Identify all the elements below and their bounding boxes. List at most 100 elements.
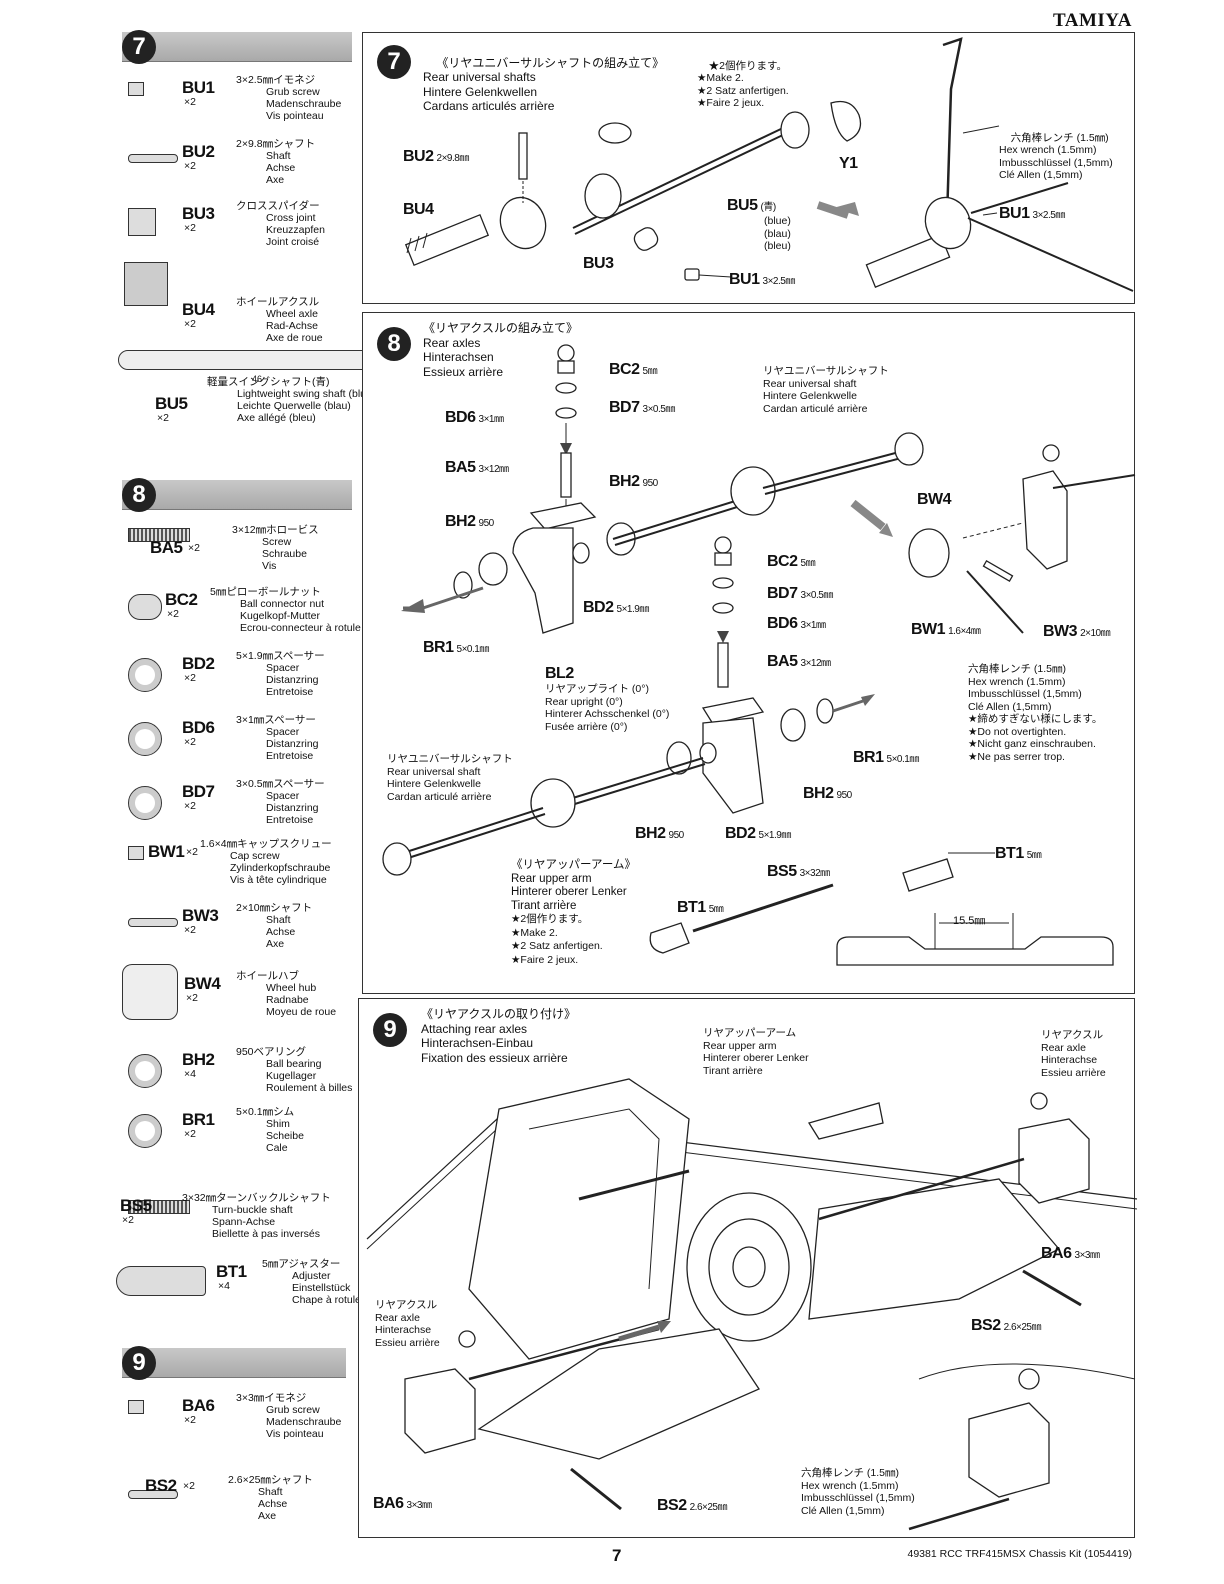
part-qty-br1: ×2 [184, 1128, 196, 1140]
step-9-panel: 9 《リヤアクスルの取り付け》 Attaching rear axles Hin… [358, 998, 1138, 1538]
step-7-panel: 7 《リヤユニバーサルシャフトの組み立て》 Rear universal sha… [362, 32, 1135, 304]
ba5-part-icon [128, 528, 190, 542]
inset-axle-drawing [968, 1402, 1050, 1498]
part-qty-bw4: ×2 [186, 992, 198, 1004]
part-qty-ba6: ×2 [184, 1414, 196, 1426]
parts-step-number: 7 [122, 30, 156, 64]
part-qty-bd2: ×2 [184, 672, 196, 684]
bu1-part-icon [128, 82, 144, 96]
part-code-br1: BR1 [182, 1110, 215, 1129]
part-code-bs2: BS2 [145, 1476, 177, 1495]
part-code-bs5: BS5 [120, 1196, 152, 1215]
step-9-axle-left-note: リヤアクスル Rear axle Hinterachse Essieu arri… [375, 1299, 440, 1349]
parts-step-number: 9 [122, 1346, 156, 1380]
part-qty-bs2: ×2 [183, 1480, 195, 1492]
bs2-part-icon [128, 1490, 178, 1499]
bd7-part-icon [128, 786, 162, 820]
step-8-rus2-note: リヤユニバーサルシャフト Rear universal shaft Hinter… [387, 753, 513, 803]
part-code-ba6: BA6 [182, 1396, 215, 1415]
bs5-part-icon [128, 1200, 190, 1214]
bw3-part-icon [128, 918, 178, 927]
step-7-drawing [404, 37, 1134, 292]
step-9-drawing [366, 1078, 1138, 1531]
bd6-part-icon [128, 722, 162, 756]
step-8-drawing [382, 344, 1136, 966]
step-7-bu5-color: (blue) (blau) (bleu) [764, 215, 791, 252]
bu1-screw-drawing [684, 268, 700, 281]
parts-header-bar-step-8 [122, 480, 352, 510]
upper-arm-dimension-drawing [836, 936, 1114, 966]
step-7-title: 《リヤユニバーサルシャフトの組み立て》 Rear universal shaft… [423, 55, 665, 114]
step-9-axle-right-note: リヤアクスル Rear axle Hinterachse Essieu arri… [1041, 1029, 1106, 1079]
step-8-bl2-note: リヤアップライト (0°) Rear upright (0°) Hinterer… [545, 683, 670, 733]
part-qty-bh2: ×4 [184, 1068, 196, 1080]
step-8-number: 8 [377, 327, 411, 361]
bu3-part-icon [128, 208, 156, 236]
gearbox-drawing [468, 1078, 690, 1360]
part-code-bu3: BU3 [182, 204, 215, 223]
step-7-arrow-icon [833, 202, 859, 216]
bu3-cross-joint-drawing [584, 173, 622, 219]
part-qty-ba5: ×2 [188, 542, 200, 554]
rear-axle-left-drawing [404, 1368, 476, 1454]
step-7-wrench-note: 六角棒レンチ (1.5㎜) Hex wrench (1.5mm) Imbussc… [999, 131, 1113, 182]
part-code-ba5: BA5 [150, 538, 183, 557]
step-9-upperarm-note: リヤアッパーアーム Rear upper arm Hinterer oberer… [703, 1027, 809, 1077]
bw1-part-icon [128, 846, 144, 860]
part-qty-bu4: ×2 [184, 318, 196, 330]
bc2-part-icon [128, 594, 162, 620]
bw4-part-icon [122, 964, 178, 1020]
step-8-label-bl2: BL2 [545, 665, 574, 682]
part-code-bw3: BW3 [182, 906, 219, 925]
part-qty-bd7: ×2 [184, 800, 196, 812]
part-code-bu1: BU1 [182, 78, 215, 97]
bd2-part-icon [128, 658, 162, 692]
step-8-title: 《リヤアクスルの組み立て》 Rear axles Hinterachsen Es… [423, 321, 579, 379]
step-8-arrow-right-icon [861, 694, 875, 706]
part-qty-bu1: ×2 [184, 96, 196, 108]
part-code-bu5: BU5 [155, 394, 188, 413]
step-8-label-bw4: BW4 [917, 491, 952, 508]
bs2-pin-left-drawing [570, 1467, 622, 1511]
ba6-part-icon [128, 1400, 144, 1414]
step-8-arrow-left-icon [401, 599, 425, 613]
parts-step-number: 8 [122, 478, 156, 512]
page-number: 7 [612, 1546, 622, 1565]
bu5-shaft-end-drawing [780, 111, 810, 149]
part-qty-bw1: ×2 [186, 846, 198, 858]
step-9-title: 《リヤアクスルの取り付け》 Attaching rear axles Hinte… [421, 1007, 577, 1065]
step-8-rus-note: リヤユニバーサルシャフト Rear universal shaft Hinter… [763, 365, 889, 415]
bu4-wheel-axle-drawing [404, 196, 547, 267]
